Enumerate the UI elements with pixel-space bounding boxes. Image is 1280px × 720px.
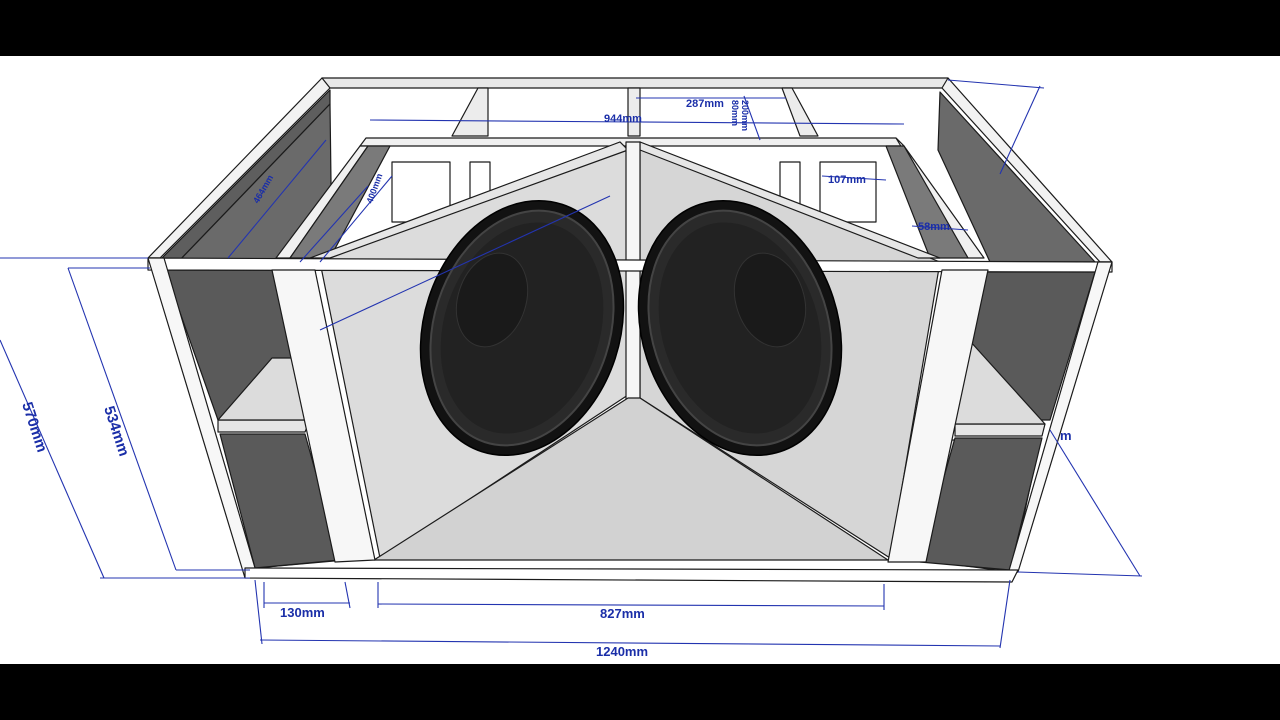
dim-line-464 [227,139,327,259]
dim-line-534 [67,267,177,571]
left-woofer [419,199,625,457]
label-rear-depth-b: 200mm [740,100,750,131]
dim-ext-1240a [254,579,263,645]
rear-vent-4 [819,161,877,223]
cabinet [147,77,1113,583]
label-horn-top-width: 944mm [604,113,642,125]
dim-line-827 [377,603,885,607]
dim-line-944 [369,119,905,125]
dim-line-400 [319,175,393,263]
dim-line-1240 [259,639,1001,647]
dim-line-horn-depth [299,185,369,263]
label-side-chamber-width: 130mm [280,605,325,620]
dim-line-58 [911,225,969,231]
top-panel-back [321,77,951,89]
horn-top-left [309,141,629,259]
label-rear-side-gap: 107mm [828,174,866,186]
right-shelf [954,423,1046,437]
label-rear-depth-a: 80mm [730,100,740,126]
right-woofer-dustcap [733,252,807,348]
front-bottom-rail [244,567,1019,583]
rear-divider-3 [781,87,819,137]
label-overall-width: 1240mm [596,644,648,659]
label-right-depth-partial: m [1060,428,1072,443]
dim-ext-right-bottom [1017,571,1143,577]
right-woofer [637,199,843,457]
horn-floor [373,397,889,561]
right-inner-chamber [885,145,969,259]
rear-divider-1 [451,87,489,137]
letterbox-bottom [0,664,1280,720]
left-shelf [217,419,311,433]
left-woofer-dustcap [455,252,529,348]
dim-line-diagonal [319,195,611,331]
letterbox-top [0,0,1280,56]
dim-line-right-lower [1049,429,1141,577]
dim-line-right-depth [999,85,1041,175]
front-post-right [887,269,989,563]
front-post-left [271,269,376,563]
label-horn-mouth-width: 827mm [600,606,645,621]
dim-ext-right-top [947,79,1045,89]
rear-divider-2 [627,87,641,137]
dim-line-80-200 [743,95,761,141]
dim-ext-1240b [999,579,1011,649]
dim-ext-130b [344,581,351,609]
dimension-lines [0,79,1143,649]
dim-line-107 [821,175,887,181]
dim-line-570 [0,339,105,579]
label-rear-port-width: 287mm [686,98,724,110]
label-side-offset: 58mm [918,221,950,233]
